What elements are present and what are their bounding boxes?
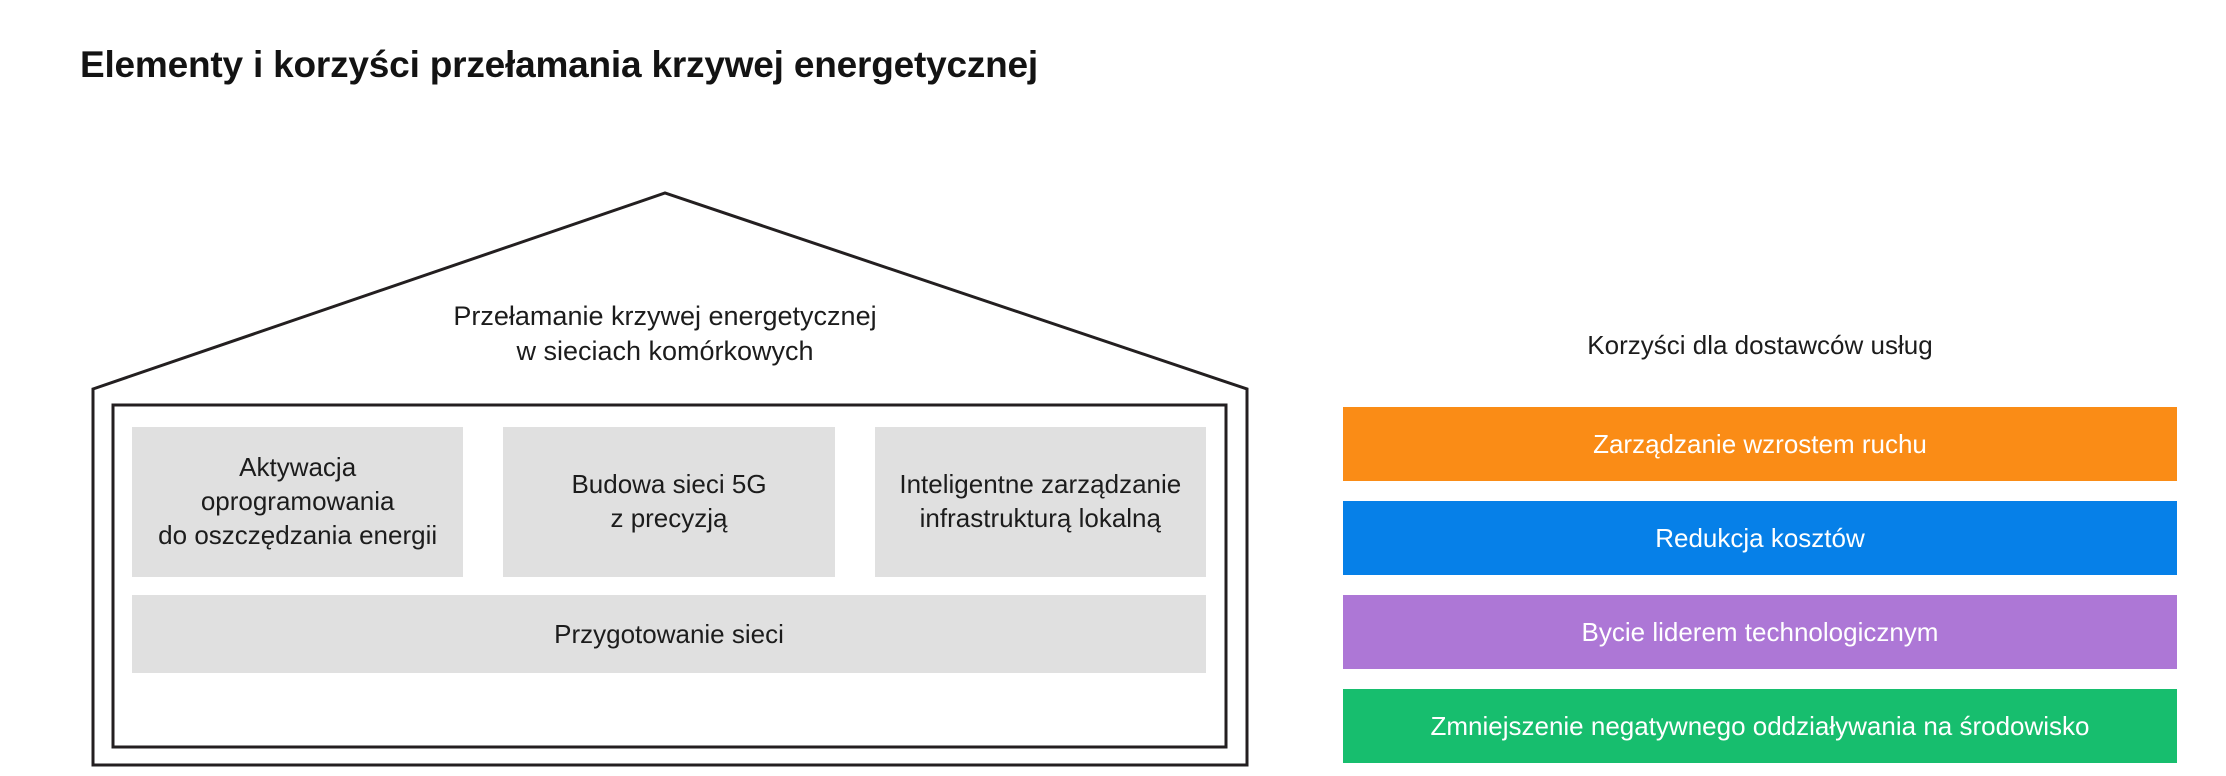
house-inner-rect [111,403,1228,749]
house-outline-shape [91,191,1249,767]
pillar-box-3-text: Inteligentne zarządzanie infrastrukturą … [899,468,1181,536]
pillar-box-3: Inteligentne zarządzanie infrastrukturą … [874,427,1206,577]
foundation-box: Przygotowanie sieci [132,595,1206,673]
benefit-bar-2-label: Redukcja kosztów [1655,522,1865,553]
pillar-1-line-3: do oszczędzania energii [158,519,438,550]
pillar-box-2-text: Budowa sieci 5G z precyzją [571,468,766,536]
benefit-bar-1-label: Zarządzanie wzrostem ruchu [1593,428,1927,459]
pillar-box-1-text: Aktywacja oprogramowania do oszczędzania… [158,451,437,552]
roof-label: Przełamanie krzywej energetycznej w siec… [360,299,970,368]
pillar-3-line-1: Inteligentne zarządzanie [899,469,1182,500]
benefits-bar-list: Zarządzanie wzrostem ruchu Redukcja kosz… [1343,407,2177,763]
pillar-box-1: Aktywacja oprogramowania do oszczędzania… [132,427,464,577]
foundation-label: Przygotowanie sieci [554,618,784,649]
pillar-2-line-2: z precyzją [610,503,728,533]
benefit-bar-3-label: Bycie liderem technologicznym [1581,616,1939,647]
pillar-row: Aktywacja oprogramowania do oszczędzania… [132,427,1206,577]
house-diagram: Przełamanie krzywej energetycznej w siec… [0,160,1300,776]
page-title: Elementy i korzyści przełamania krzywej … [80,44,1039,85]
pillar-2-line-1: Budowa sieci 5G [571,469,767,500]
benefit-bar-3: Bycie liderem technologicznym [1343,595,2177,669]
roof-label-line-2: w sieciach komórkowych [516,335,814,366]
benefits-heading: Korzyści dla dostawców usług [1587,330,1933,360]
benefit-bar-2: Redukcja kosztów [1343,501,2177,575]
pillar-1-line-1: Aktywacja [239,452,357,483]
benefit-bar-4-label: Zmniejszenie negatywnego oddziaływania n… [1430,710,2090,741]
pillar-3-line-2: infrastrukturą lokalną [919,503,1161,533]
benefit-bar-1: Zarządzanie wzrostem ruchu [1343,407,2177,481]
pillar-box-2: Budowa sieci 5G z precyzją [503,427,835,577]
house-outer-outline [91,191,1249,767]
benefit-bar-4: Zmniejszenie negatywnego oddziaływania n… [1343,689,2177,763]
roof-label-line-1: Przełamanie krzywej energetycznej [453,301,877,331]
pillar-1-line-2: oprogramowania [200,486,395,517]
